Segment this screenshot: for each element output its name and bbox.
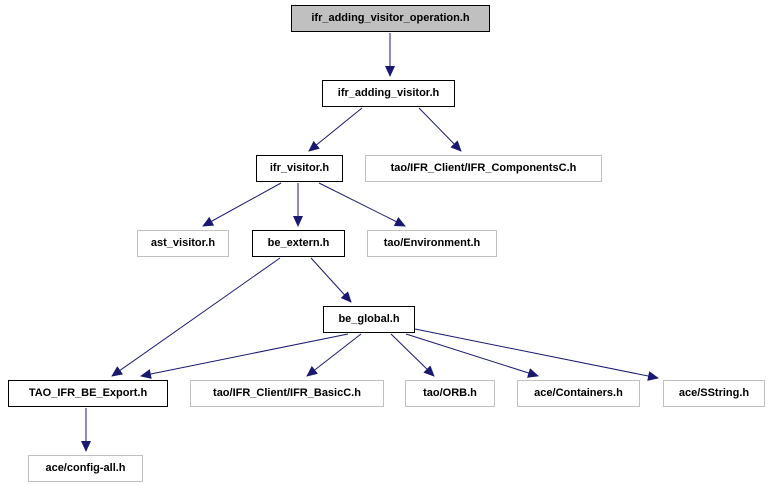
node-tao-environment: tao/Environment.h <box>367 230 497 257</box>
edge-be-global-to-ace-containers <box>405 333 539 378</box>
node-tao-orb: tao/ORB.h <box>405 380 495 407</box>
node-ifr-adding-visitor[interactable]: ifr_adding_visitor.h <box>322 80 455 107</box>
edge-be-global-to-tao-orb <box>390 333 435 377</box>
node-ifr-visitor[interactable]: ifr_visitor.h <box>256 155 343 182</box>
node-ace-sstring: ace/SString.h <box>663 380 765 407</box>
edge-be-extern-to-tao-ifr-be-export <box>111 257 281 377</box>
edge-ifr-visitor-to-environment <box>318 182 406 227</box>
edge-be-global-to-ifr-basicc <box>306 333 362 377</box>
node-ifr-adding-visitor-operation: ifr_adding_visitor_operation.h <box>291 5 490 32</box>
edge-be-extern-to-be-global <box>310 257 352 303</box>
edge-adding-visitor-to-ifr-componentsc <box>418 107 462 152</box>
node-tao-ifr-be-export[interactable]: TAO_IFR_BE_Export.h <box>8 380 168 407</box>
edge-adding-visitor-to-ifr-visitor <box>308 107 363 152</box>
edge-ifr-visitor-to-ast-visitor <box>202 182 282 227</box>
edge-be-global-to-tao-ifr-be-export <box>140 333 349 379</box>
node-ast-visitor: ast_visitor.h <box>137 230 229 257</box>
node-be-global[interactable]: be_global.h <box>323 306 415 333</box>
edge-be-global-to-ace-sstring <box>414 328 659 381</box>
node-be-extern[interactable]: be_extern.h <box>252 230 345 257</box>
node-tao-ifr-client-ifr-basicc: tao/IFR_Client/IFR_BasicC.h <box>190 380 384 407</box>
node-ace-containers: ace/Containers.h <box>517 380 640 407</box>
node-tao-ifr-client-ifr-componentsc: tao/IFR_Client/IFR_ComponentsC.h <box>365 155 602 182</box>
node-ace-config-all: ace/config-all.h <box>28 455 143 482</box>
